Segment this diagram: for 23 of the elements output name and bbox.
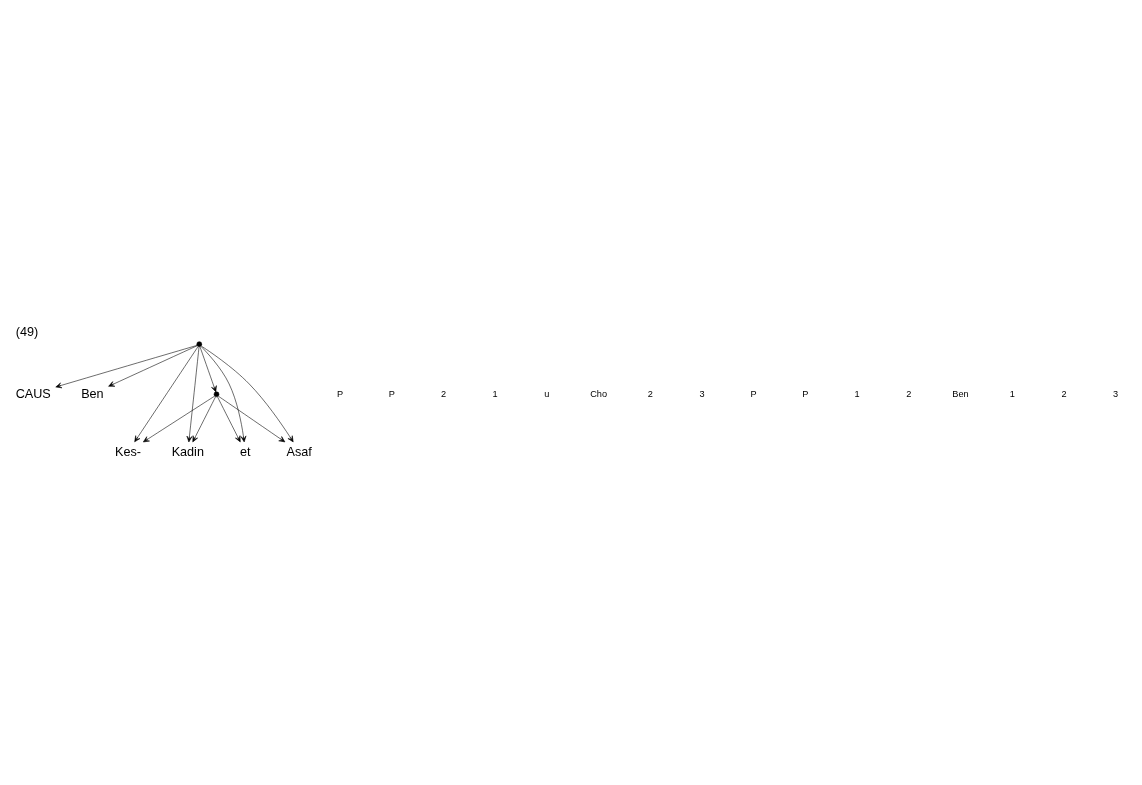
- label: 1: [1009, 388, 1015, 399]
- label: P: [336, 388, 344, 399]
- label: Cho: [590, 388, 608, 399]
- label: 3: [699, 388, 705, 399]
- node-text: Kadin: [171, 444, 204, 459]
- node-text: Kes-: [115, 444, 142, 459]
- label: P: [802, 388, 809, 399]
- label: 1: [492, 388, 498, 399]
- label: 1: [854, 388, 860, 399]
- label: 2: [440, 388, 447, 399]
- node-text: Asaf: [286, 444, 312, 459]
- label: 2: [906, 388, 912, 399]
- label: 3: [1113, 388, 1119, 399]
- label: u: [544, 388, 550, 399]
- label: Ben: [952, 388, 969, 399]
- diagram-title: (49): [15, 324, 39, 339]
- label: P: [388, 388, 395, 399]
- node-text: CAUS: [15, 386, 51, 401]
- label: 2: [647, 388, 653, 399]
- label: P: [750, 388, 757, 399]
- node-text: Ben: [81, 386, 104, 401]
- node-text: et: [239, 444, 251, 459]
- label: 2: [1061, 388, 1067, 399]
